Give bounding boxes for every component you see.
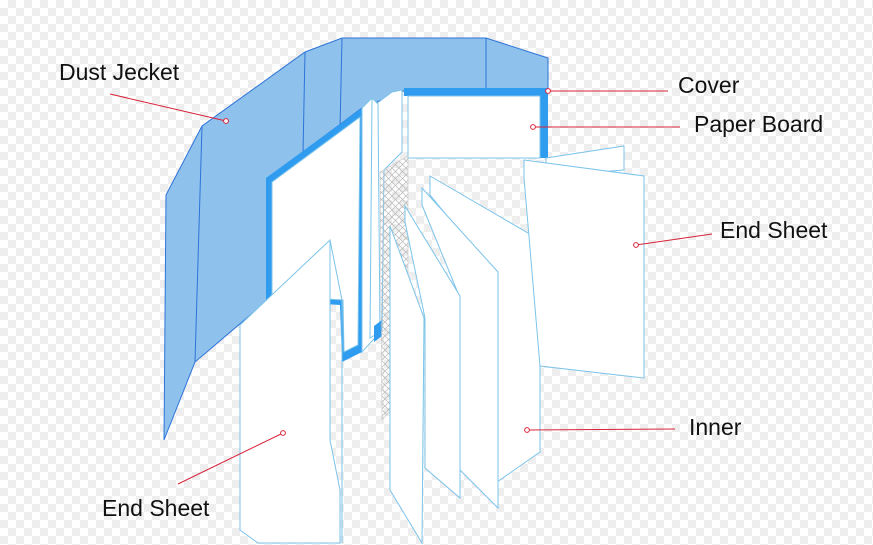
label-cover: Cover xyxy=(678,72,740,98)
label-end-sheet-right: End Sheet xyxy=(720,217,828,243)
end-sheet-left xyxy=(239,238,343,544)
pin-paper-board xyxy=(530,124,536,130)
pin-inner xyxy=(524,427,530,433)
inner-pages xyxy=(389,175,541,545)
leader-end-sheet-right xyxy=(635,233,713,246)
label-paper-board: Paper Board xyxy=(694,111,824,137)
pin-dust-jacket xyxy=(223,118,229,124)
leader-inner xyxy=(526,428,676,431)
leader-dust-jacket xyxy=(109,93,227,122)
pin-end-sheet-left xyxy=(280,430,286,436)
label-inner: Inner xyxy=(689,414,742,440)
pin-end-sheet-right xyxy=(633,242,639,248)
end-sheet-right xyxy=(523,145,645,379)
leader-end-sheet-left xyxy=(177,432,284,485)
label-end-sheet-left: End Sheet xyxy=(102,495,210,521)
pin-cover xyxy=(545,88,551,94)
label-dust-jacket: Dust Jecket xyxy=(59,59,180,85)
